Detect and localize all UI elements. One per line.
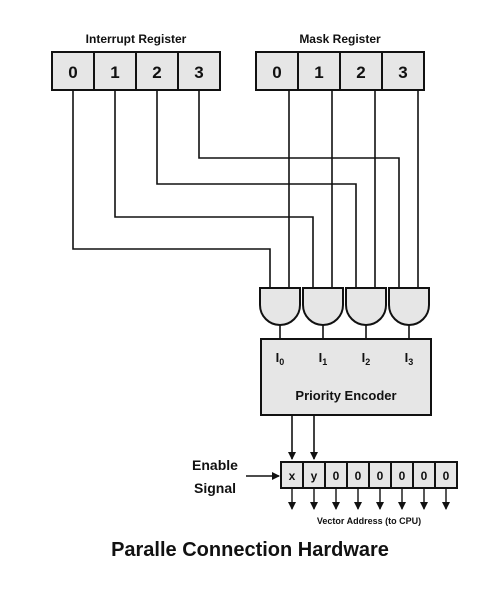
priority-encoder xyxy=(260,338,432,416)
interrupt-register: 0 1 2 3 xyxy=(51,51,221,91)
wire-interrupt-3 xyxy=(198,90,400,288)
vector-cell-label: y xyxy=(311,469,318,483)
encoder-input-label: I2 xyxy=(362,350,371,367)
vector-cell-label: 0 xyxy=(333,469,340,483)
mask-bit-cell xyxy=(255,51,299,91)
enable-signal-label-line2: Signal xyxy=(194,480,236,496)
vector-address-register: x y 0 0 0 0 0 0 xyxy=(280,461,458,489)
encoder-input-label: I3 xyxy=(405,350,414,367)
mask-bit-label: 0 xyxy=(272,63,281,82)
mask-register: 0 1 2 3 xyxy=(255,51,425,91)
gate-output-wires xyxy=(279,325,410,339)
and-gate xyxy=(302,287,344,326)
vector-output-arrows xyxy=(288,488,450,510)
mask-register-label: Mask Register xyxy=(299,32,381,46)
vector-cell-label: 0 xyxy=(355,469,362,483)
mask-bit-cell xyxy=(339,51,383,91)
interrupt-bit-cell xyxy=(177,51,221,91)
interrupt-wires xyxy=(72,90,400,288)
mask-wires xyxy=(288,90,419,288)
mask-bit-cell xyxy=(381,51,425,91)
interrupt-bit-label: 2 xyxy=(152,63,161,82)
encoder-input-label: I0 xyxy=(276,350,285,367)
mask-bit-label: 1 xyxy=(314,63,323,82)
and-gate xyxy=(345,287,387,326)
wire-interrupt-2 xyxy=(156,90,357,288)
enable-signal-label-line1: Enable xyxy=(192,457,238,473)
vector-cell-label: 0 xyxy=(421,469,428,483)
vector-cell-label: x xyxy=(289,469,296,483)
vector-cell-label: 0 xyxy=(377,469,384,483)
vector-cell-label: 0 xyxy=(443,469,450,483)
mask-bit-label: 3 xyxy=(398,63,407,82)
and-gate xyxy=(259,287,301,326)
interrupt-register-label: Interrupt Register xyxy=(86,32,187,46)
vector-address-label: Vector Address (to CPU) xyxy=(317,516,421,526)
interrupt-bit-label: 0 xyxy=(68,63,77,82)
and-gates xyxy=(259,287,430,326)
interrupt-bit-label: 1 xyxy=(110,63,119,82)
and-gate xyxy=(388,287,430,326)
encoder-output-wires xyxy=(288,415,318,460)
diagram-title: Paralle Connection Hardware xyxy=(111,539,389,561)
encoder-input-label: I1 xyxy=(319,350,328,367)
interrupt-bit-label: 3 xyxy=(194,63,203,82)
wire-interrupt-0 xyxy=(72,90,271,288)
encoder-label: Priority Encoder xyxy=(295,388,396,403)
wire-interrupt-1 xyxy=(114,90,314,288)
vector-cell-label: 0 xyxy=(399,469,406,483)
mask-bit-label: 2 xyxy=(356,63,365,82)
